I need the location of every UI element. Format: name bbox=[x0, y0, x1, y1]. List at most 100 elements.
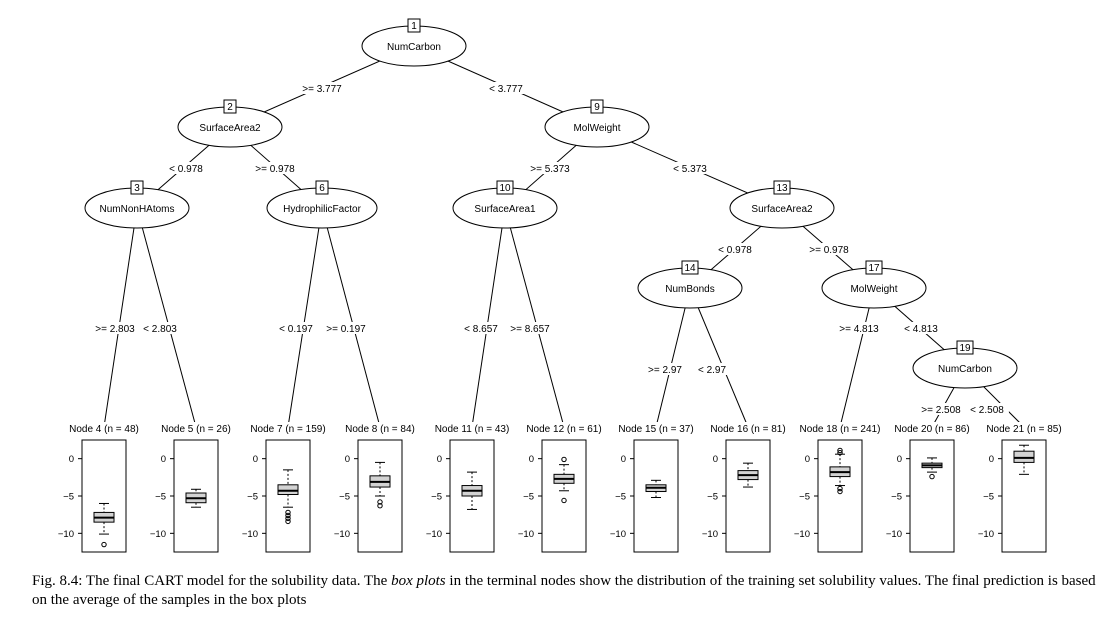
node-variable: SurfaceArea2 bbox=[199, 123, 261, 134]
terminal-label: Node 20 (n = 86) bbox=[894, 424, 969, 435]
terminal-node: Node 15 (n = 37)0−5−10 bbox=[605, 422, 707, 553]
node-id-box bbox=[315, 180, 329, 195]
terminal-label: Node 18 (n = 241) bbox=[800, 424, 881, 435]
outlier-point bbox=[377, 499, 383, 505]
iqr-box bbox=[277, 484, 299, 496]
split-label: < 0.978 bbox=[718, 245, 752, 256]
caption-suffix: in the terminal nodes show the distribut… bbox=[32, 573, 1096, 608]
node-id: 6 bbox=[319, 183, 325, 194]
split-label-bg bbox=[138, 322, 182, 334]
outlier-point bbox=[837, 449, 843, 456]
terminal-label-bg bbox=[421, 422, 523, 434]
outlier-point bbox=[285, 518, 291, 525]
split-label: < 5.373 bbox=[673, 164, 707, 175]
outlier-point bbox=[285, 515, 291, 522]
split-label-bg bbox=[525, 162, 575, 174]
terminal-label-bg bbox=[332, 422, 428, 434]
terminal-node: Node 12 (n = 61)0−5−10 bbox=[513, 422, 615, 553]
split-label-bg bbox=[692, 363, 732, 375]
figure-caption: Fig. 8.4: The final CART model for the s… bbox=[32, 572, 1104, 610]
iqr-box bbox=[1013, 450, 1035, 463]
outlier-point bbox=[285, 509, 291, 516]
split-label-bg bbox=[274, 322, 318, 334]
tree-edge bbox=[103, 207, 138, 428]
split-label-bg bbox=[899, 322, 943, 334]
node-id-box bbox=[130, 180, 144, 195]
tree-edges bbox=[103, 45, 1025, 428]
y-tick-label: 0 bbox=[989, 454, 994, 465]
y-tick-label: 0 bbox=[69, 454, 74, 465]
outlier-point bbox=[929, 473, 935, 480]
terminal-label-bg bbox=[513, 422, 615, 434]
terminal-node: Node 16 (n = 81)0−5−10 bbox=[697, 422, 799, 553]
terminal-label: Node 12 (n = 61) bbox=[526, 424, 601, 435]
terminal-node: Node 18 (n = 241)0−5−10 bbox=[786, 422, 894, 553]
tree-edge bbox=[689, 287, 749, 428]
terminal-node: Node 11 (n = 43)0−5−10 bbox=[421, 422, 523, 553]
y-tick-label: −5 bbox=[523, 492, 534, 503]
node-id-box bbox=[496, 180, 514, 195]
terminal-label-bg bbox=[237, 422, 339, 434]
y-tick-label: 0 bbox=[437, 454, 442, 465]
terminal-label-bg bbox=[56, 422, 152, 434]
node-id: 3 bbox=[134, 183, 140, 194]
y-tick-label: 0 bbox=[805, 454, 810, 465]
y-tick-label: −10 bbox=[334, 529, 350, 540]
node-variable: NumNonHAtoms bbox=[99, 204, 174, 215]
y-tick-label: −10 bbox=[610, 529, 626, 540]
boxplot-panel bbox=[725, 439, 771, 553]
terminal-node: Node 20 (n = 86)0−5−10 bbox=[881, 422, 983, 553]
terminal-label-bg bbox=[786, 422, 894, 434]
terminal-node: Node 5 (n = 26)0−5−10 bbox=[148, 422, 244, 553]
terminal-label: Node 21 (n = 85) bbox=[986, 424, 1061, 435]
split-label-bg bbox=[164, 162, 208, 174]
split-label: >= 4.813 bbox=[839, 324, 879, 335]
boxplot-panel bbox=[909, 439, 955, 553]
split-label: >= 5.373 bbox=[530, 164, 570, 175]
node-id-box bbox=[223, 99, 237, 114]
outlier-point bbox=[837, 488, 843, 495]
terminal-label: Node 4 (n = 48) bbox=[69, 424, 139, 435]
cart-tree-diagram: >= 3.777< 3.777< 0.978>= 0.978>= 5.373< … bbox=[56, 18, 1075, 553]
split-labels: >= 3.777< 3.777< 0.978>= 0.978>= 5.373< … bbox=[90, 82, 1009, 416]
y-tick-label: 0 bbox=[345, 454, 350, 465]
node-variable: NumCarbon bbox=[938, 364, 992, 375]
y-tick-label: −10 bbox=[886, 529, 902, 540]
terminal-label: Node 15 (n = 37) bbox=[618, 424, 693, 435]
outlier-point bbox=[561, 497, 567, 504]
outlier-point bbox=[561, 456, 567, 463]
y-tick-label: −10 bbox=[978, 529, 994, 540]
split-label-bg bbox=[297, 82, 347, 94]
node-variable: SurfaceArea1 bbox=[474, 204, 536, 215]
y-tick-label: −5 bbox=[247, 492, 258, 503]
split-label: < 0.197 bbox=[279, 324, 313, 335]
y-tick-label: −5 bbox=[799, 492, 810, 503]
split-label-bg bbox=[643, 363, 687, 375]
split-label: < 4.813 bbox=[904, 324, 938, 335]
node-id-box bbox=[681, 260, 699, 275]
y-tick-label: −10 bbox=[150, 529, 166, 540]
split-label-bg bbox=[916, 403, 966, 415]
boxplot-panel bbox=[817, 439, 863, 553]
y-tick-label: −5 bbox=[615, 492, 626, 503]
y-tick-label: −5 bbox=[983, 492, 994, 503]
terminal-node: Node 8 (n = 84)0−5−10 bbox=[332, 422, 428, 553]
split-label: >= 0.978 bbox=[255, 164, 295, 175]
tree-edge bbox=[471, 207, 506, 428]
split-label-bg bbox=[90, 322, 140, 334]
inner-nodes: 1NumCarbon2SurfaceArea23NumNonHAtoms6Hyd… bbox=[84, 18, 1018, 389]
split-label: < 2.508 bbox=[970, 405, 1004, 416]
caption-prefix: Fig. 8.4: The final CART model for the s… bbox=[32, 573, 392, 589]
node-variable: NumCarbon bbox=[387, 42, 441, 53]
outlier-point bbox=[101, 541, 107, 548]
split-label-bg bbox=[834, 322, 884, 334]
y-tick-label: −5 bbox=[707, 492, 718, 503]
outlier-point bbox=[285, 512, 291, 519]
